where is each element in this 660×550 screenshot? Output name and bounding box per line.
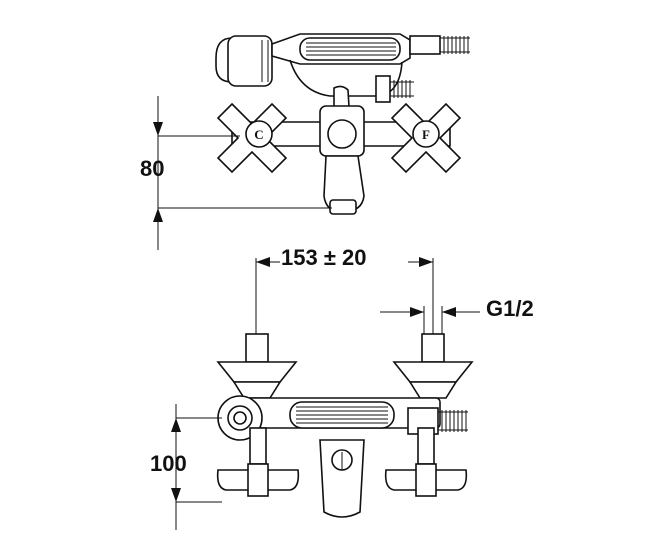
top-view: C F: [153, 33, 470, 250]
dimension-80-label: 80: [140, 156, 165, 181]
dimension-g12-label: G1/2: [486, 296, 534, 321]
dimension-153-label: 153 ± 20: [281, 245, 367, 270]
dimension-153: [255, 257, 434, 334]
cold-cross-handle: C: [216, 102, 288, 174]
shower-grip-plan: [289, 401, 395, 429]
dimension-g12: [380, 306, 480, 334]
shower-handle-grip: [271, 33, 470, 65]
hot-inlet: [392, 333, 474, 399]
dimension-100-label: 100: [150, 451, 187, 476]
spout-plan: [319, 439, 365, 518]
dimension-80: [153, 96, 332, 250]
hose-connector-plan: [407, 407, 468, 435]
dimension-100: [171, 404, 222, 530]
hot-cross-handle: F: [390, 102, 462, 174]
hot-mark: F: [422, 127, 430, 142]
shower-head: [215, 35, 273, 87]
cold-mark: C: [254, 127, 263, 142]
hose-connector-top: [375, 75, 414, 103]
cold-handle-plan: [216, 427, 300, 497]
hot-handle-plan: [384, 427, 468, 497]
bottom-view: [171, 257, 480, 530]
cold-inlet: [216, 333, 298, 399]
